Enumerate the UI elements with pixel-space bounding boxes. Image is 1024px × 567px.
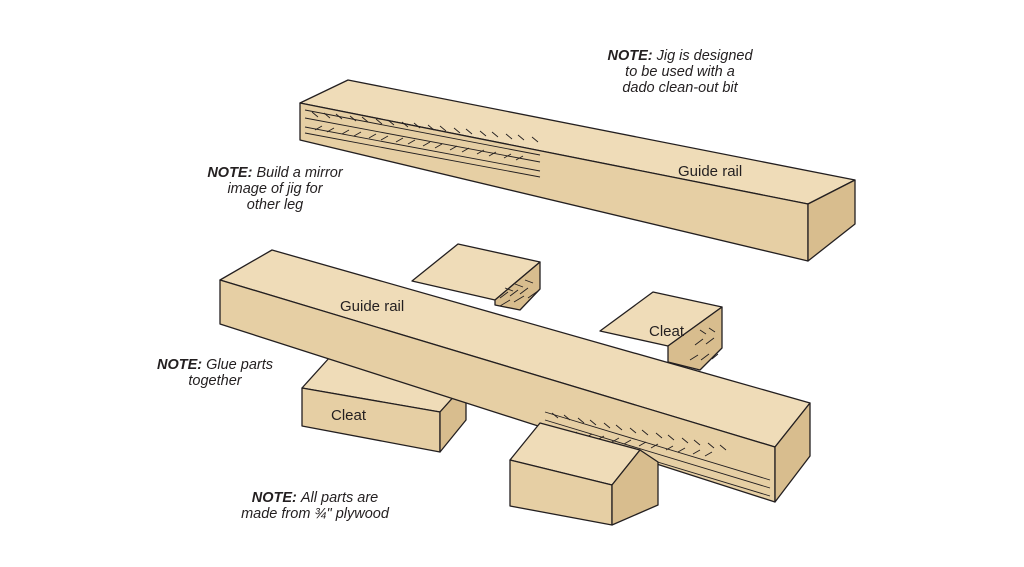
upper-rail-plywood-edge — [304, 109, 541, 178]
note-plywood-line1: All parts are — [300, 490, 379, 506]
note-jig-keyword: NOTE: — [607, 48, 653, 64]
label-cleat-left: Cleat — [331, 407, 367, 424]
note-jig-line2: to be used with a — [625, 64, 735, 80]
label-cleat-right: Cleat — [649, 323, 685, 340]
note-plywood-keyword: NOTE: — [251, 490, 297, 506]
note-glue: NOTE: Glue parts together — [145, 357, 285, 389]
note-glue-keyword: NOTE: — [156, 357, 203, 373]
note-jig-line1: Jig is designed — [656, 48, 753, 64]
label-guide-rail-bottom: Guide rail — [340, 298, 405, 315]
label-guide-rail-top: Guide rail — [678, 163, 743, 180]
note-plywood: NOTE: All parts are made from ¾" plywood — [215, 490, 415, 522]
note-mirror: NOTE: Build a mirror image of jig for ot… — [190, 165, 360, 213]
note-mirror-line2: image of jig for — [227, 181, 323, 197]
right-cleat — [599, 291, 723, 371]
note-jig-line3: dado clean-out bit — [622, 80, 738, 96]
upper-rail-end-face — [807, 179, 856, 262]
right-cleat-plywood-edge — [689, 327, 719, 361]
note-plywood-line2: made from ¾" plywood — [241, 506, 389, 522]
bottom-cleat-end-face — [611, 449, 659, 526]
upper-left-cleat — [411, 243, 541, 311]
upper-left-cleat-plywood-edge — [499, 279, 539, 307]
note-jig: NOTE: Jig is designed to be used with a … — [590, 48, 770, 96]
note-mirror-line3: other leg — [246, 197, 304, 213]
lower-rail-end-face — [774, 402, 811, 503]
upper-guide-rail — [299, 79, 856, 262]
bottom-cleat — [509, 422, 659, 526]
note-glue-line2: together — [188, 373, 242, 389]
left-cleat — [301, 356, 467, 453]
note-mirror-keyword: NOTE: — [207, 165, 253, 181]
note-glue-line1: Glue parts — [206, 357, 274, 373]
note-mirror-line1: Build a mirror — [256, 165, 343, 181]
